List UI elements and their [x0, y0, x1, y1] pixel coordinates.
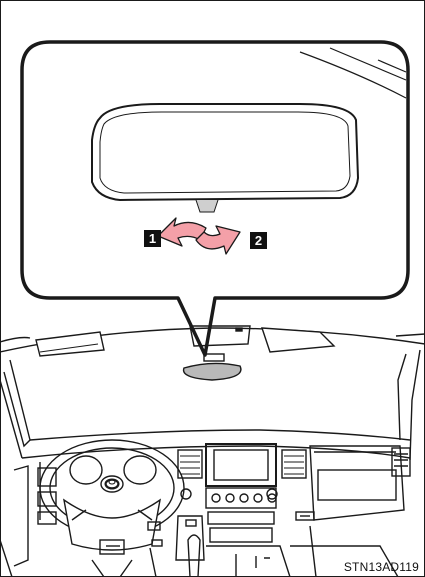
vehicle-interior-illustration	[0, 326, 425, 577]
callout-label-1: 1	[144, 230, 161, 247]
callout-label-2: 2	[250, 232, 267, 249]
rearview-mirror-enlarged	[92, 104, 358, 212]
figure-code-caption: STN13AD119	[344, 560, 419, 574]
